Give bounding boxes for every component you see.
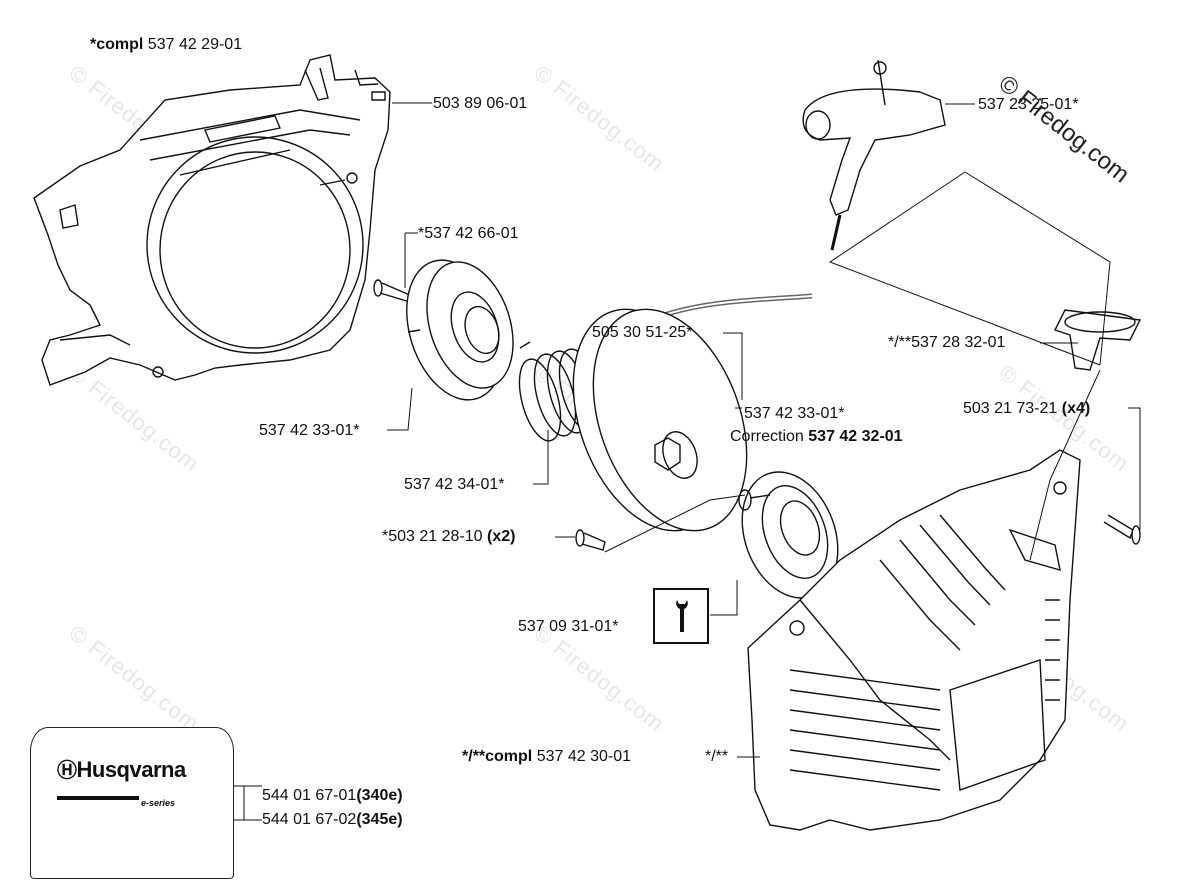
decal-series: e-series [141,798,176,808]
screw-bottom [575,529,606,551]
pulley-right [572,308,748,532]
label-pulley-left: 537 42 33-01* [259,422,360,439]
label-screw-bottom: *503 21 28-10 (x2) [382,528,516,545]
label-spring-cassette: 537 09 31-01* [518,618,619,635]
label-decal-2: 544 01 67-02(345e) [262,811,403,828]
label-spring-part: 537 42 34-01* [404,476,505,493]
label-spring-rope: 505 30 51-25* [592,324,693,341]
wrench-icon [676,600,688,632]
screw-right [1103,514,1141,545]
pulley-left [406,259,514,401]
label-guide-part: */**537 28 32-01 [888,334,1006,351]
label-decal-1: 544 01 67-01(340e) [262,787,403,804]
brand-logo: ⒽHusqvarna [57,757,186,782]
label-housing-part: 503 89 06-01 [433,95,528,112]
label-screw-center: *537 42 66-01 [418,225,519,242]
label-compl-bottom: */**compl 537 42 30-01 [462,748,632,765]
crown-h-icon: Ⓗ [57,760,77,782]
label-cover-marker: */** [705,748,729,765]
label-compl-top: *compl 537 42 29-01 [90,36,243,53]
rope-guide [1054,309,1142,371]
screw-small [373,279,413,303]
husqvarna-decal: ⒽHusqvarna e-series [30,727,234,879]
label-pulley-right: 537 42 33-01* [744,405,845,422]
label-correction: Correction 537 42 32-01 [730,428,903,445]
starter-cover [747,449,1081,831]
starter-handle [802,59,946,251]
label-handle-part: 537 23 25-01* [978,96,1079,113]
tool-box [653,588,709,644]
starter-housing [33,54,391,386]
decal-stripe [57,796,139,800]
leader-lines [220,102,1141,821]
label-screw-right: 503 21 73-21 (x4) [963,400,1091,417]
